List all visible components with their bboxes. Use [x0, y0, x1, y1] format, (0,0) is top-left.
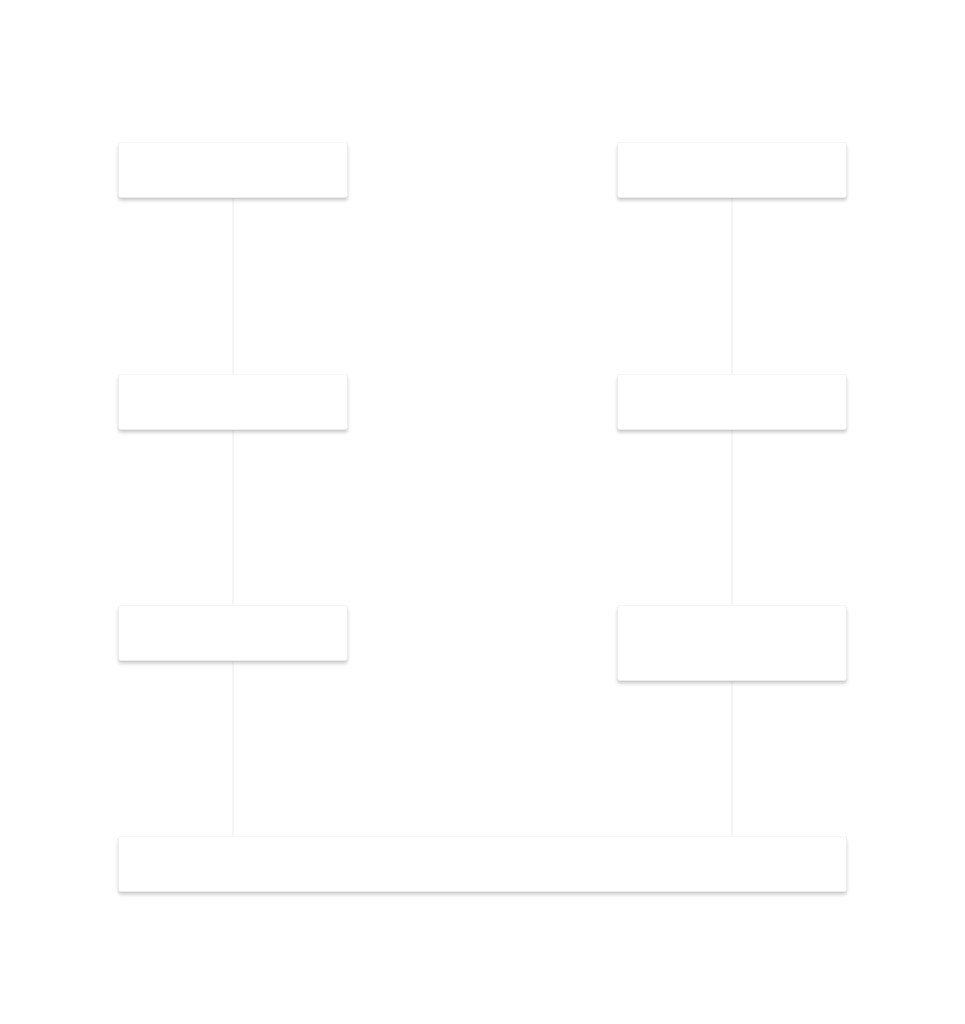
- diagram-node-6: [617, 605, 847, 681]
- diagram-node-2: [617, 142, 847, 198]
- diagram-node-4: [617, 374, 847, 430]
- diagram-node-1: [118, 142, 348, 198]
- diagram-node-7: [118, 836, 847, 892]
- diagram-node-5: [118, 605, 348, 661]
- diagram-node-3: [118, 374, 348, 430]
